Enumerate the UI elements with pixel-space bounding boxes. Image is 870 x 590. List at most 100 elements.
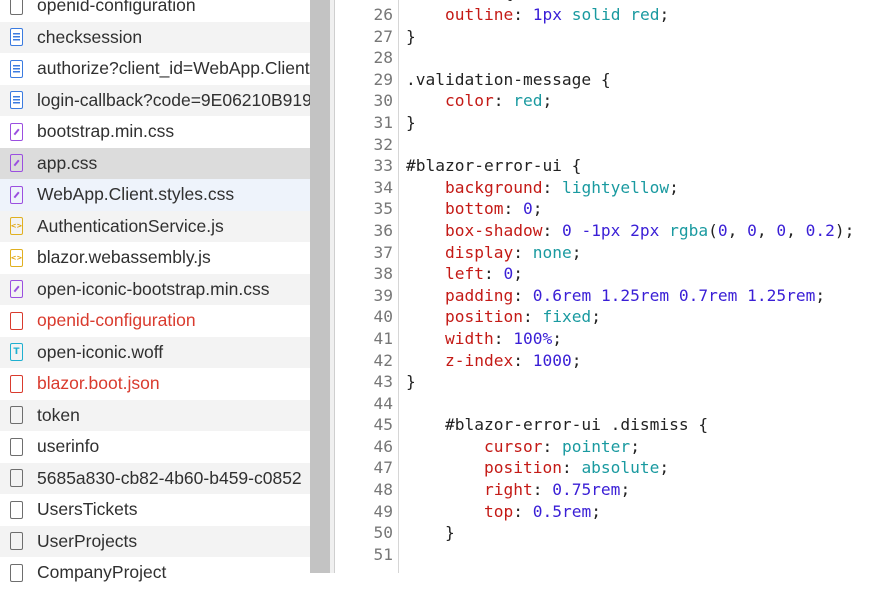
line-number[interactable]: 45 bbox=[373, 415, 394, 435]
code-line: 36 box-shadow: 0 -1px 2px rgba(0, 0, 0, … bbox=[335, 220, 855, 242]
request-row[interactable]: WebApp.Client.styles.css bbox=[0, 179, 310, 211]
code-line: 37 display: none; bbox=[335, 242, 854, 264]
line-number[interactable]: 36 bbox=[373, 220, 394, 240]
line-number[interactable]: 42 bbox=[373, 350, 394, 370]
request-row[interactable]: authorize?client_id=WebApp.Client&redire… bbox=[0, 53, 310, 85]
request-row[interactable]: 5685a830-cb82-4b60-b459-c0852 bbox=[0, 462, 310, 494]
line-number[interactable]: 26 bbox=[373, 5, 394, 24]
token-sel bbox=[406, 437, 484, 456]
line-number[interactable]: 27 bbox=[373, 26, 394, 46]
request-row[interactable]: openid-configuration bbox=[0, 305, 310, 337]
line-number[interactable]: 34 bbox=[373, 177, 394, 197]
token-sel: ; bbox=[552, 328, 562, 348]
line-number[interactable]: 28 bbox=[373, 48, 394, 68]
line-number[interactable]: 40 bbox=[373, 307, 394, 327]
line-number[interactable]: 46 bbox=[373, 436, 394, 456]
stylesheet-icon bbox=[10, 280, 23, 299]
panel-divider[interactable] bbox=[330, 0, 335, 573]
token-sel bbox=[620, 5, 630, 24]
line-number[interactable]: 38 bbox=[373, 264, 394, 284]
request-name: bootstrap.min.css bbox=[37, 121, 175, 142]
token-sel: ; bbox=[659, 458, 670, 478]
request-row[interactable]: token bbox=[0, 399, 310, 431]
line-number[interactable]: 47 bbox=[373, 458, 394, 478]
request-row[interactable]: userinfo bbox=[0, 431, 310, 463]
line-number[interactable]: 37 bbox=[373, 242, 394, 262]
token-sel: : bbox=[542, 177, 562, 197]
line-number[interactable]: 39 bbox=[373, 285, 394, 305]
request-name: login-callback?code=9E06210B919 bbox=[37, 89, 310, 110]
code-line: 42 z-index: 1000; bbox=[335, 350, 854, 372]
request-name: AuthenticationService.js bbox=[37, 215, 224, 236]
request-row[interactable]: login-callback?code=9E06210B919 bbox=[0, 84, 310, 116]
request-row[interactable]: UsersTickets bbox=[0, 494, 310, 526]
line-number[interactable]: 41 bbox=[373, 328, 394, 348]
request-row[interactable]: checksession bbox=[0, 21, 310, 53]
request-row[interactable]: <>AuthenticationService.js bbox=[0, 210, 310, 242]
line-number[interactable]: 43 bbox=[373, 372, 394, 392]
request-name: blazor.webassembly.js bbox=[37, 247, 211, 268]
token-sel: } bbox=[406, 372, 416, 392]
code-text: position: absolute; bbox=[406, 457, 669, 479]
token-prop: box-shadow bbox=[444, 220, 543, 240]
line-number[interactable]: 29 bbox=[373, 69, 394, 89]
line-number[interactable]: 35 bbox=[373, 199, 394, 219]
code-line: 44 bbox=[335, 393, 854, 415]
line-number[interactable]: 32 bbox=[373, 134, 394, 154]
line-number[interactable]: 44 bbox=[373, 393, 394, 413]
line-number[interactable]: 51 bbox=[373, 544, 394, 564]
request-row[interactable]: bootstrap.min.css bbox=[0, 116, 310, 148]
line-number[interactable]: 30 bbox=[373, 91, 394, 111]
token-num: 1px bbox=[532, 5, 562, 24]
token-sel: ; bbox=[513, 264, 523, 284]
code-line: 27} bbox=[335, 26, 854, 48]
token-sel: : bbox=[513, 501, 533, 521]
token-num: 1000 bbox=[532, 350, 572, 370]
token-kw: red bbox=[630, 5, 660, 24]
token-prop: right bbox=[483, 480, 533, 500]
token-prop: bottom bbox=[444, 199, 504, 219]
code-text: left: 0; bbox=[406, 263, 523, 285]
line-number[interactable]: 50 bbox=[373, 523, 394, 543]
request-row[interactable]: blazor.boot.json bbox=[0, 368, 310, 400]
line-number[interactable]: 31 bbox=[373, 112, 394, 132]
code-text: position: fixed; bbox=[406, 306, 601, 328]
request-row[interactable]: open-iconic-bootstrap.min.css bbox=[0, 273, 310, 305]
token-sel: : bbox=[483, 264, 504, 284]
code-text: } bbox=[406, 522, 455, 544]
token-sel: : bbox=[522, 307, 543, 327]
token-kw: rgba bbox=[669, 220, 709, 240]
request-row[interactable]: openid-configuration bbox=[0, 0, 310, 22]
request-row[interactable]: app.css bbox=[0, 147, 310, 179]
request-name: openid-configuration bbox=[37, 0, 196, 16]
token-sel: ; bbox=[669, 177, 679, 197]
code-text: background: lightyellow; bbox=[406, 177, 679, 199]
token-sel: ; bbox=[591, 501, 601, 521]
code-line: 47 position: absolute; bbox=[335, 457, 854, 479]
code-text: } bbox=[406, 26, 416, 48]
code-text: top: 0.5rem; bbox=[406, 501, 601, 523]
request-row[interactable]: <>blazor.webassembly.js bbox=[0, 242, 310, 274]
code-line: 25 { bbox=[335, 0, 854, 4]
token-sel bbox=[406, 243, 445, 262]
code-text: } bbox=[406, 112, 416, 134]
line-number[interactable]: 48 bbox=[373, 480, 394, 500]
code-text: right: 0.75rem; bbox=[406, 479, 630, 501]
request-name: UserProjects bbox=[37, 530, 138, 551]
list-scrollbar[interactable] bbox=[310, 0, 330, 573]
token-sel: ); bbox=[834, 220, 855, 240]
token-num: 0.5rem bbox=[532, 501, 592, 521]
code-line: 32 bbox=[335, 134, 854, 156]
token-sel: .validation-message { bbox=[406, 69, 611, 89]
line-number[interactable]: 33 bbox=[373, 156, 394, 176]
stylesheet-icon bbox=[10, 154, 23, 173]
line-number[interactable]: 49 bbox=[373, 501, 394, 521]
request-name: open-iconic-bootstrap.min.css bbox=[37, 278, 270, 299]
line-number[interactable]: 25 bbox=[335, 0, 394, 4]
request-row[interactable]: UserProjects bbox=[0, 525, 310, 557]
document-icon bbox=[10, 91, 23, 110]
token-sel: ; bbox=[815, 285, 826, 305]
code-line: 34 background: lightyellow; bbox=[335, 177, 854, 199]
